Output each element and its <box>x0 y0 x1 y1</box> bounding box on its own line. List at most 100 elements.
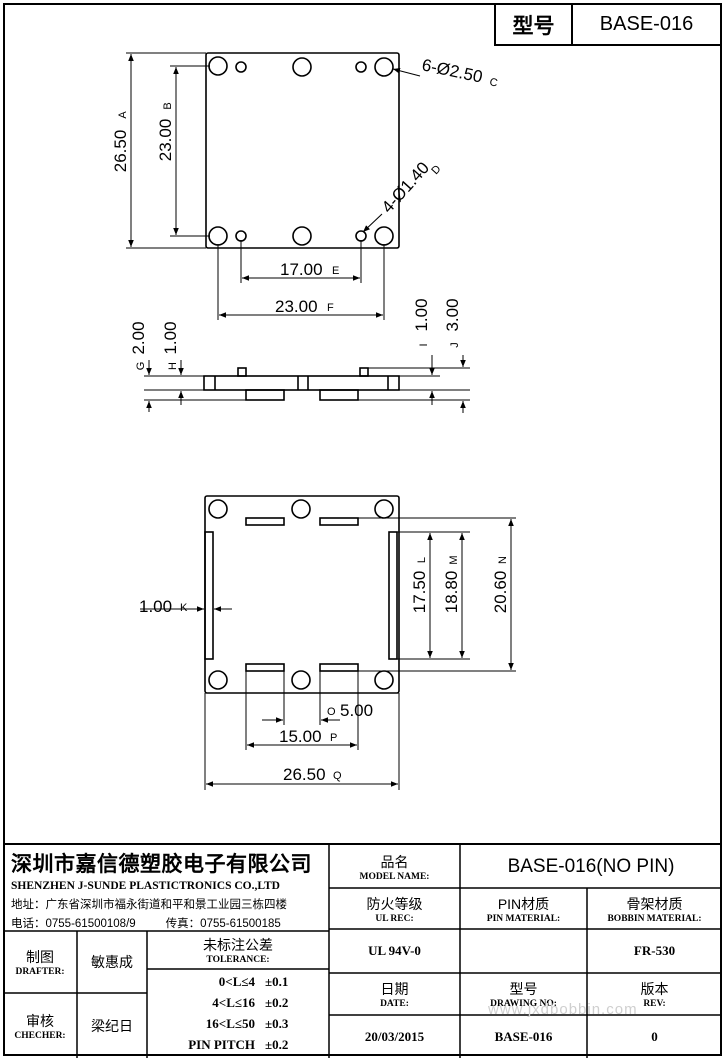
ul-rec-value: UL 94V-0 <box>368 943 421 958</box>
ref-height-outer: A <box>117 111 129 119</box>
model-name-label: 品名 MODEL NAME: <box>359 853 430 882</box>
hole-large <box>208 56 228 76</box>
hole-small <box>235 230 247 242</box>
ref-left-total: G <box>135 362 147 371</box>
slot-bottom-right <box>319 663 359 672</box>
company-address: 地址：广东省深圳市福永街道和平和景工业园三栋四楼 <box>11 898 287 911</box>
ref-width-small: E <box>332 265 339 277</box>
side-view-peg-right <box>319 389 359 401</box>
ref-width-large: F <box>327 302 334 314</box>
hole-small <box>355 61 367 73</box>
slot-right <box>388 531 398 660</box>
label-left-total: 2.00 <box>129 321 148 354</box>
leader-holes-small <box>362 213 383 233</box>
tolerance-table: 0<L≤4 ±0.1 4<L≤16 ±0.2 16<L≤50 ±0.3 PIN … <box>147 971 329 1057</box>
bottom-view-base-outline <box>204 495 400 694</box>
hole-large <box>208 226 228 246</box>
company-name-cn: 深圳市嘉信德塑胶电子有限公司 <box>11 852 312 876</box>
bobbin-material-label: 骨架材质 BOBBIN MATERIAL: <box>607 895 702 924</box>
tolerance-row: 4<L≤16 ±0.2 <box>212 994 289 1010</box>
rev-value: 0 <box>651 1028 658 1044</box>
pin-material-label: PIN材质 PIN MATERIAL: <box>486 895 561 924</box>
model-header-label: 型号 <box>496 5 573 44</box>
hole-small <box>235 61 247 73</box>
hole-large <box>374 499 394 519</box>
drafter-label: 制图 DRAFTER: <box>15 949 65 977</box>
company-fax: 传真：0755-61500185 <box>165 917 281 930</box>
checker-label: 审核 CHECHER: <box>14 1012 66 1041</box>
hole-large <box>291 499 311 519</box>
date-label: 日期 DATE: <box>380 981 409 1009</box>
label-holes-small: 4-Ø1.40 <box>378 158 433 216</box>
label-slot-len: 17.50 <box>410 571 429 614</box>
label-width-large: 23.00 <box>275 297 318 316</box>
bobbin-material-value: FR-530 <box>633 943 676 958</box>
ul-rec-label: 防火等级 UL REC: <box>366 895 423 924</box>
drawing-no-value: BASE-016 <box>494 1028 553 1044</box>
drafter-value: 敏惠成 <box>91 954 133 970</box>
model-name-value: BASE-016(NO PIN) <box>507 855 675 877</box>
tolerance-header: 未标注公差 TOLERANCE: <box>203 937 273 965</box>
side-view-top-boss-right <box>359 367 369 377</box>
ref-slot-span: P <box>330 732 337 744</box>
model-header-value: BASE-016 <box>599 13 694 35</box>
hole-large <box>292 226 312 246</box>
company-name-en: SHENZHEN J-SUNDE PLASTICTRONICS CO.,LTD <box>11 879 280 892</box>
technical-drawing: 26.50 A 23.00 B 6-Ø2.50 C 4-Ø1.40 D 17.0… <box>111 52 516 790</box>
top-view-dimensions <box>126 52 421 320</box>
ref-holes-large: C <box>488 76 498 89</box>
rev-label: 版本 REV: <box>640 981 669 1009</box>
pin-material-value <box>460 929 587 973</box>
hole-large <box>374 57 394 77</box>
ref-total-width: Q <box>333 770 342 782</box>
company-phone: 电话：0755-61500108/9 <box>11 917 136 930</box>
tolerance-row: 16<L≤50 ±0.3 <box>205 1015 289 1031</box>
slot-bottom-left <box>245 663 285 672</box>
model-header: 型号 BASE-016 <box>494 5 720 46</box>
hole-large <box>374 670 394 690</box>
bottom-view <box>204 495 400 694</box>
hole-large <box>208 670 228 690</box>
label-holes-large: 6-Ø2.50 <box>420 55 484 86</box>
tolerance-row: PIN PITCH ±0.2 <box>188 1036 289 1052</box>
ref-slot-width: K <box>180 602 188 614</box>
leader-holes-large <box>392 68 421 77</box>
label-height-outer: 26.50 <box>111 130 130 173</box>
hole-large <box>291 670 311 690</box>
ref-height-inner: B <box>162 102 174 109</box>
hole-large <box>292 57 312 77</box>
checker-value: 梁纪日 <box>91 1017 133 1034</box>
top-view-labels: 26.50 A 23.00 B 6-Ø2.50 C 4-Ø1.40 D 17.0… <box>111 55 499 316</box>
side-view-dimensions <box>144 355 470 413</box>
hole-large <box>208 499 228 519</box>
ref-left-plate: H <box>167 362 179 370</box>
ref-gap: O <box>327 706 336 718</box>
slot-left <box>204 531 214 660</box>
label-right-small: 1.00 <box>412 298 431 331</box>
ref-slot-pitch: M <box>448 555 460 564</box>
top-view <box>205 52 400 249</box>
tolerance-row: 0<L≤4 ±0.1 <box>218 973 289 989</box>
slot-top-left <box>245 517 285 526</box>
label-left-plate: 1.00 <box>161 321 180 354</box>
label-slot-outer: 20.60 <box>491 571 510 614</box>
title-block: 深圳市嘉信德塑胶电子有限公司 SHENZHEN J-SUNDE PLASTICT… <box>3 843 722 1058</box>
top-view-base-outline <box>205 52 400 249</box>
ref-right-total: J <box>449 342 461 348</box>
ref-right-small: I <box>418 343 430 346</box>
side-view-plate <box>203 375 400 391</box>
title-block-grid <box>3 845 722 1058</box>
label-total-width: 26.50 <box>283 765 326 784</box>
bottom-view-labels: 1.00 K 17.50 L 18.80 M 20.60 N O 5.00 15… <box>139 555 510 784</box>
label-slot-pitch: 18.80 <box>442 571 461 614</box>
ref-slot-outer: N <box>497 556 509 564</box>
drawing-frame <box>3 3 722 1056</box>
side-view-labels: 2.00 G 1.00 H 1.00 I 3.00 J <box>129 298 462 370</box>
hole-large <box>374 226 394 246</box>
side-view-top-boss-left <box>237 367 247 377</box>
bottom-view-dimensions <box>140 517 516 790</box>
hole-small <box>355 230 367 242</box>
label-height-inner: 23.00 <box>156 119 175 162</box>
label-right-total: 3.00 <box>443 298 462 331</box>
label-slot-span: 15.00 <box>279 727 322 746</box>
